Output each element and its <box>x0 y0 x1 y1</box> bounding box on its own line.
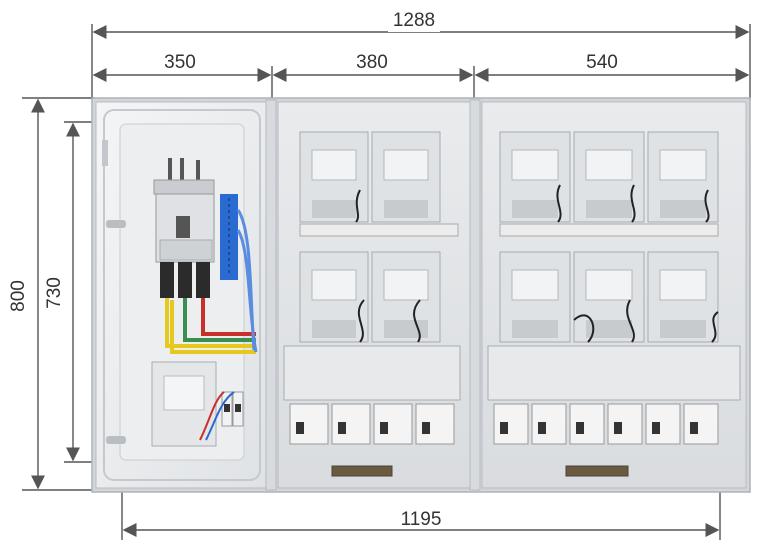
total-width-label: 1288 <box>393 10 435 31</box>
breaker-terminals <box>160 262 210 298</box>
total-height-label: 800 <box>8 280 29 312</box>
wires <box>165 298 256 354</box>
small-breakers <box>221 391 244 427</box>
breaker-cover <box>487 345 741 401</box>
inner-height-label: 730 <box>44 277 65 309</box>
mounting-rail <box>299 223 459 237</box>
meter-socket-row <box>499 251 719 343</box>
terminal-block <box>220 194 258 353</box>
breaker-row <box>289 403 455 445</box>
middle-compartment <box>277 101 471 489</box>
meter-socket-row <box>499 131 719 223</box>
left-section-label: 350 <box>164 52 196 73</box>
hinge <box>106 436 126 444</box>
breaker-row <box>493 403 719 445</box>
bottom-width-label: 1195 <box>401 509 442 530</box>
right-section-label: 540 <box>586 52 618 73</box>
cabinet <box>91 97 751 493</box>
mounting-rail <box>499 223 719 237</box>
right-compartment <box>481 101 747 489</box>
bus-bar <box>331 465 393 477</box>
hinge <box>106 220 126 228</box>
meter-socket-row <box>299 131 441 223</box>
middle-section-label: 380 <box>356 52 388 73</box>
meter-socket <box>151 361 217 447</box>
meter-socket-row <box>299 251 441 343</box>
breaker-cover <box>283 345 461 401</box>
dimension-lines <box>22 24 751 540</box>
left-compartment <box>95 101 269 489</box>
main-breaker <box>153 158 215 263</box>
bus-bar <box>565 465 629 477</box>
